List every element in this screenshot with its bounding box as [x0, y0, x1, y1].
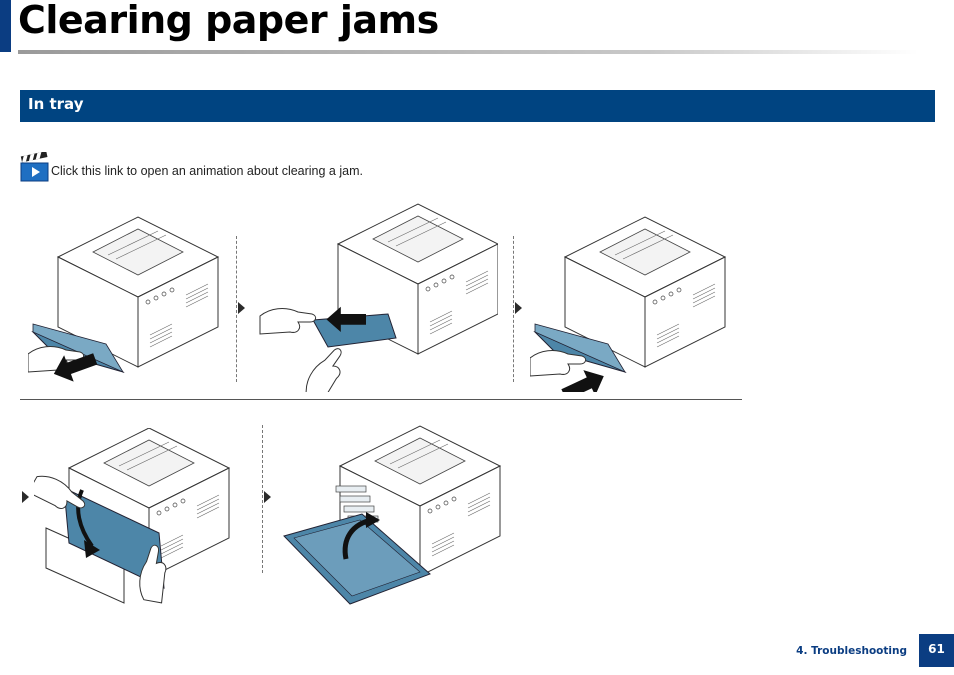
animation-link-text[interactable]: Click this link to open an animation abo… [51, 164, 363, 178]
section-title: In tray [28, 95, 84, 113]
step-arrow-icon [22, 491, 29, 503]
figure-step4-open-front-cover [34, 428, 230, 604]
title-underline [18, 50, 918, 54]
footer-chapter: 4. Troubleshooting [796, 645, 907, 657]
step-arrow-icon [515, 302, 522, 314]
section-header: In tray [20, 90, 935, 122]
row-divider [20, 399, 742, 400]
figure-step5-front-cover-opened [283, 425, 501, 605]
step-arrow-icon [264, 491, 271, 503]
step-arrow-icon [238, 302, 245, 314]
title-accent-bar [0, 0, 11, 52]
step-divider [262, 425, 263, 573]
page-number: 61 [919, 634, 954, 667]
video-clapper-icon[interactable] [20, 152, 49, 182]
step-divider [236, 236, 237, 382]
step-divider [513, 236, 514, 382]
figure-step1-pull-out-tray [28, 216, 219, 388]
figure-step2-remove-paper [259, 203, 498, 392]
page-title: Clearing paper jams [18, 0, 439, 42]
figure-step3-insert-tray [530, 216, 726, 392]
